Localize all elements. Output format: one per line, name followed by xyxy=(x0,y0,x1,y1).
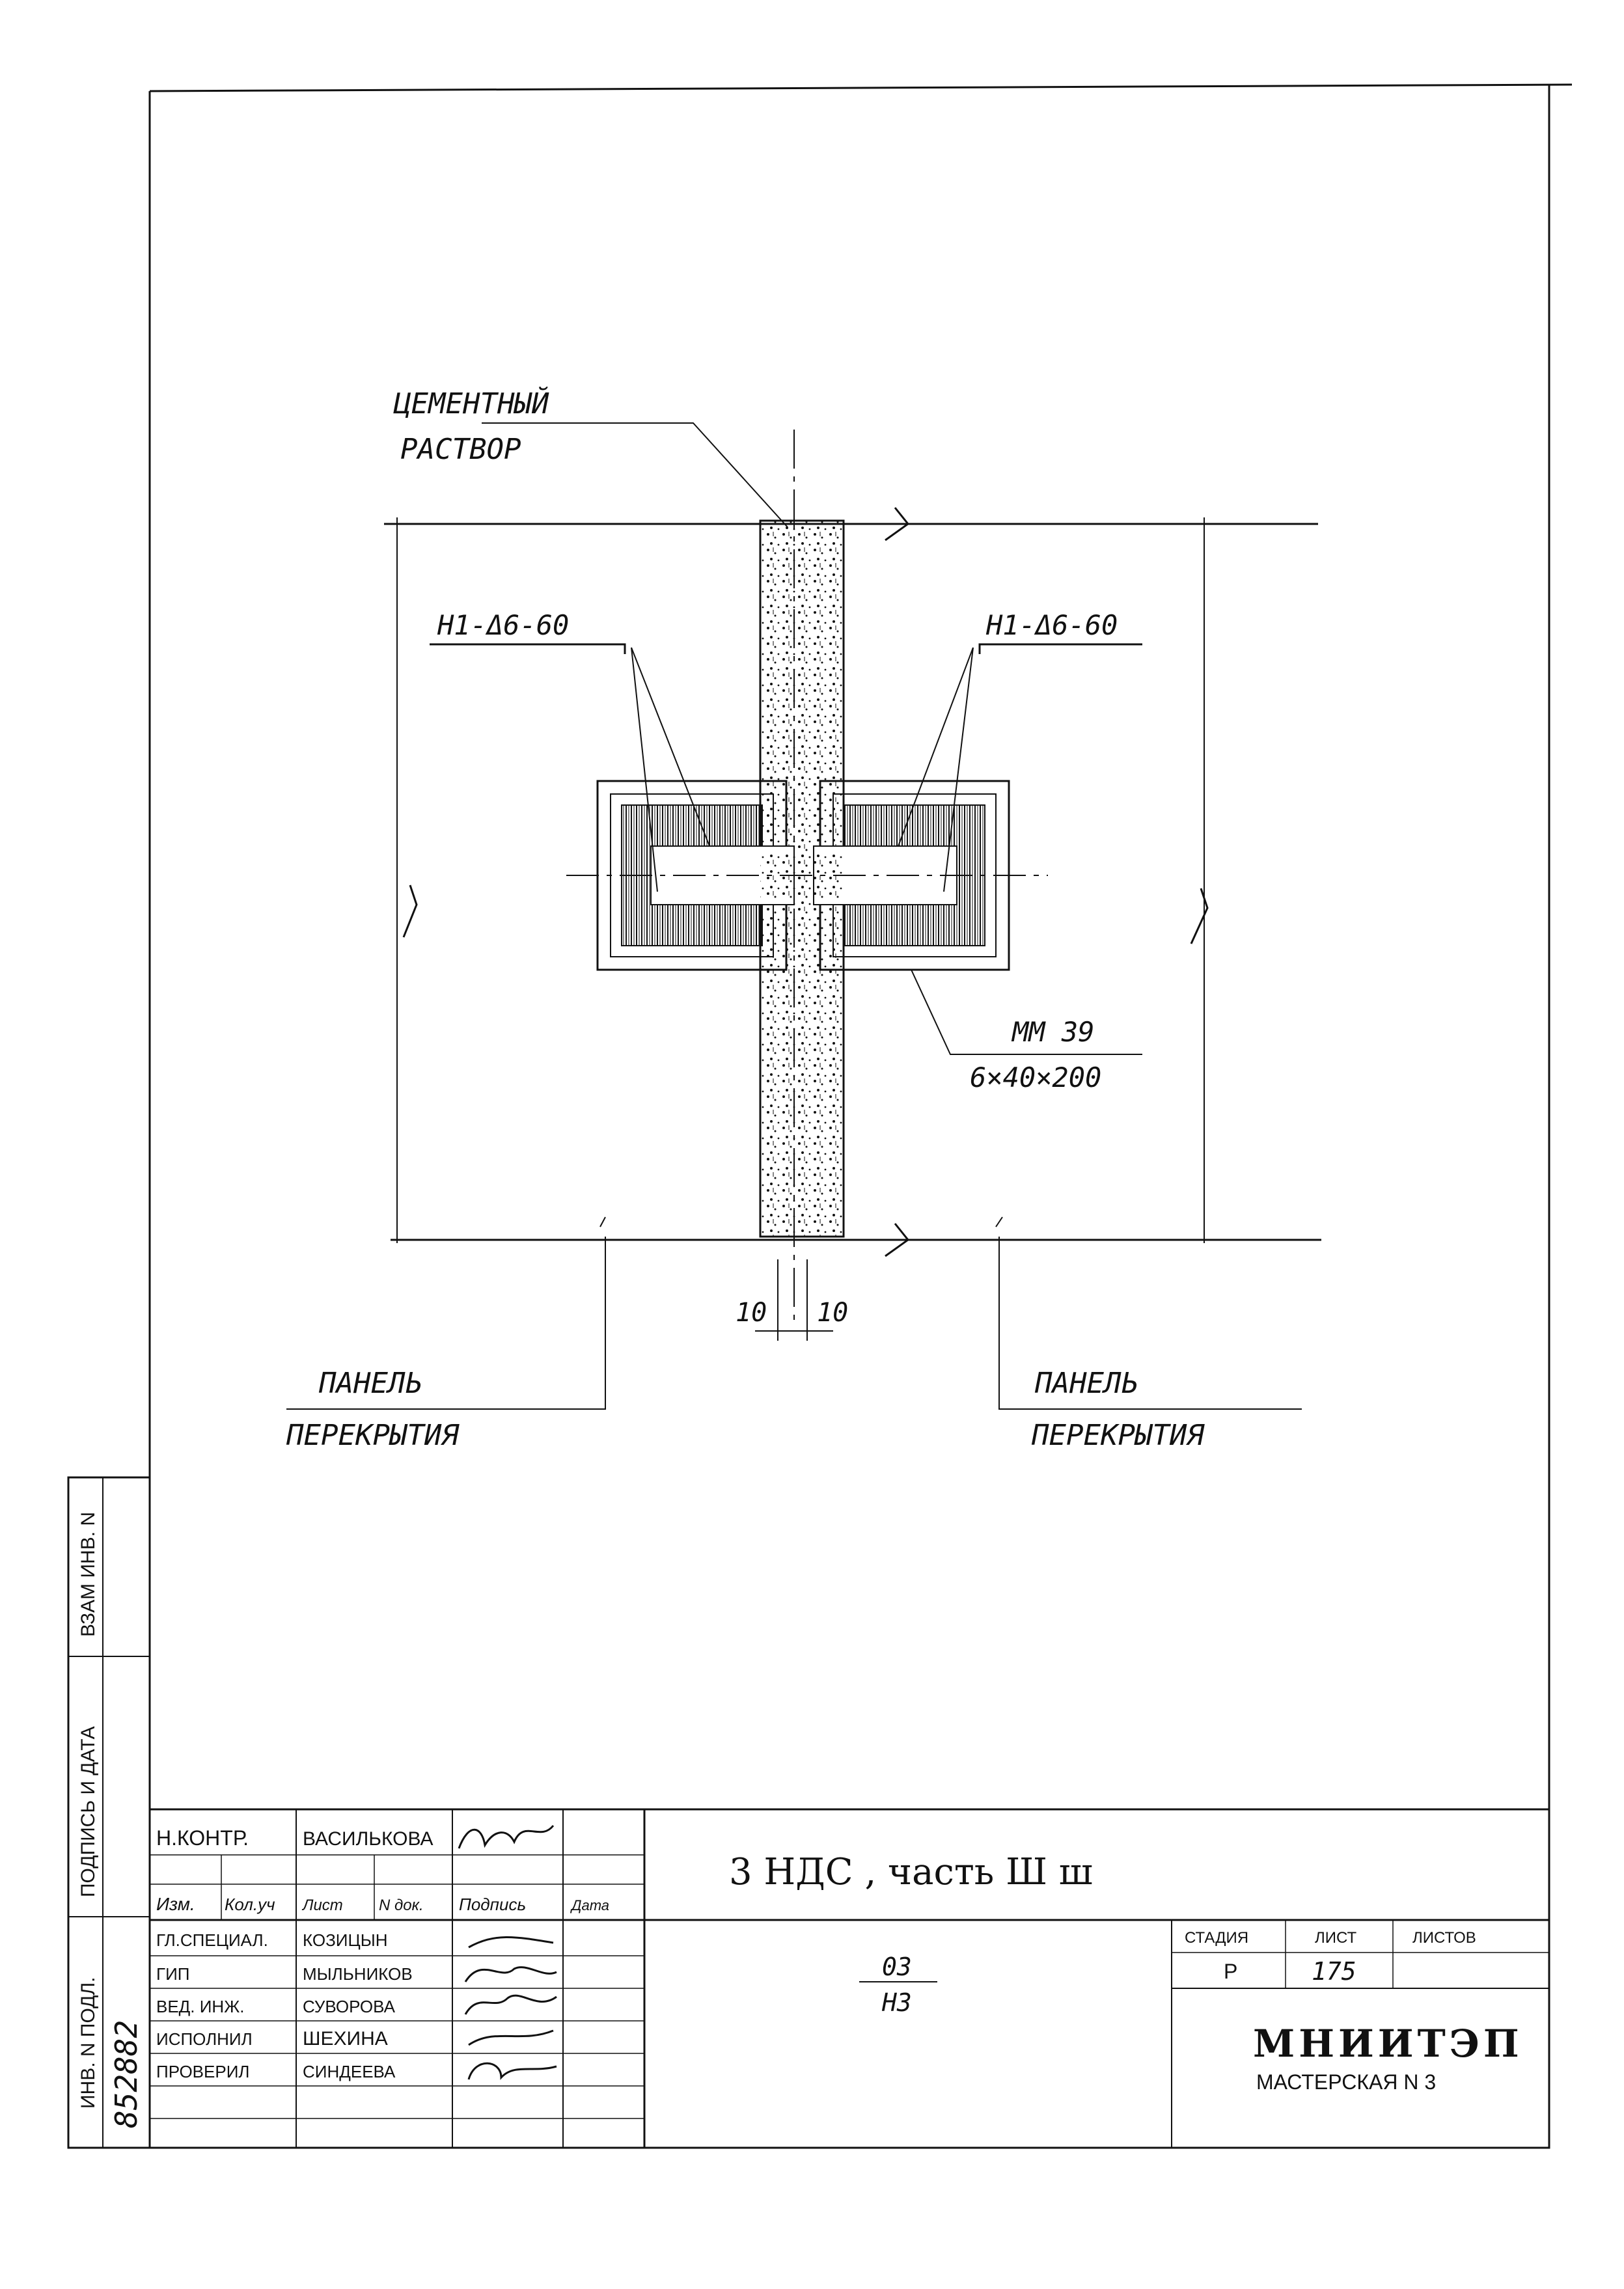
stage-value: Р xyxy=(1224,1960,1237,1983)
norm-control-role: Н.КОНТР. xyxy=(156,1826,249,1850)
side-stamp: ИНВ. N ПОДЛ. ПОДПИСЬ И ДАТА ВЗАМ ИНВ. N … xyxy=(67,1476,151,2149)
mortar-label-line1: ЦЕМЕНТНЫЙ xyxy=(393,386,549,420)
role-chief-specialist: ГЛ.СПЕЦИАЛ. xyxy=(156,1930,268,1950)
header-doc-no: N док. xyxy=(379,1897,424,1914)
document-code-bottom: НЗ xyxy=(881,1988,912,2017)
header-qty: Кол.уч xyxy=(225,1895,275,1914)
header-signature: Подпись xyxy=(459,1895,526,1914)
role-checker: ПРОВЕРИЛ xyxy=(156,2062,249,2081)
left-panel-label-line1: ПАНЕЛЬ xyxy=(318,1367,422,1400)
inventory-number: 852882 xyxy=(109,2020,144,2128)
joint-detail xyxy=(286,422,1321,1410)
right-weld-label: Н1-Δ6-60 xyxy=(985,609,1118,641)
stage-label: СТАДИЯ xyxy=(1185,1929,1248,1947)
name-lead-engineer: СУВОРОВА xyxy=(303,1997,396,2016)
name-executor: ШЕХИНА xyxy=(303,2028,388,2049)
plate-mark-label: ММ 39 xyxy=(1011,1016,1094,1048)
name-gip: МЫЛЬНИКОВ xyxy=(303,1964,413,1984)
workshop-name: МАСТЕРСКАЯ N 3 xyxy=(1256,2070,1436,2094)
norm-control-name: ВАСИЛЬКОВА xyxy=(303,1828,433,1850)
left-panel-label-line2: ПЕРЕКРЫТИЯ xyxy=(286,1419,460,1452)
sheet-number: 175 xyxy=(1312,1957,1356,1986)
sheets-label: ЛИСТОВ xyxy=(1412,1929,1476,1947)
header-date: Дата xyxy=(570,1897,609,1913)
title-block xyxy=(148,1808,1550,2149)
header-change: Изм. xyxy=(156,1894,195,1914)
right-panel-label-line1: ПАНЕЛЬ xyxy=(1034,1367,1138,1400)
header-sheet: Лист xyxy=(301,1897,343,1914)
right-panel-label-line2: ПЕРЕКРЫТИЯ xyxy=(1031,1419,1205,1452)
mortar-label-line2: РАСТВОР xyxy=(400,433,521,466)
dimension-right: 10 xyxy=(817,1298,848,1328)
document-code-top: 03 xyxy=(882,1953,912,1981)
replace-inv-label: ВЗАМ ИНВ. N xyxy=(77,1512,99,1637)
plate-size-label: 6×40×200 xyxy=(970,1062,1101,1093)
organization-name: МНИИТЭП xyxy=(1253,2022,1523,2066)
sheet-label: ЛИСТ xyxy=(1315,1929,1357,1947)
name-chief-specialist: КОЗИЦЫН xyxy=(303,1930,388,1950)
role-executor: ИСПОЛНИЛ xyxy=(156,2029,253,2049)
norm-control-signature xyxy=(458,1824,555,1849)
dimension-left: 10 xyxy=(736,1298,767,1328)
document-title: 3 НДС , часть Ш ш xyxy=(729,1851,1093,1893)
name-checker: СИНДЕЕВА xyxy=(303,2062,396,2081)
left-weld-label: Н1-Δ6-60 xyxy=(437,609,569,641)
signatures xyxy=(464,1936,557,2080)
role-gip: ГИП xyxy=(156,1964,189,1984)
inv-original-label: ИНВ. N ПОДЛ. xyxy=(77,1977,99,2109)
role-lead-engineer: ВЕД. ИНЖ. xyxy=(156,1997,244,2016)
signature-date-label: ПОДПИСЬ И ДАТА xyxy=(77,1726,99,1897)
